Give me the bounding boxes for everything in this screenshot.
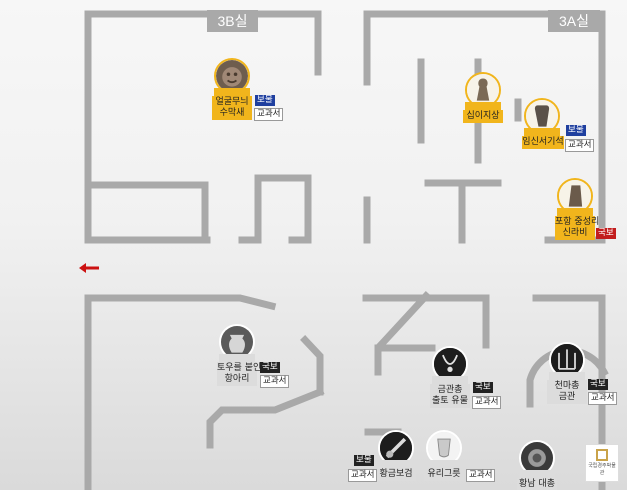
wall-3a-inner-box-left bbox=[424, 179, 466, 244]
face-tile-name: 얼굴무늬 수막새 bbox=[212, 96, 252, 120]
wall-3a-right bbox=[596, 10, 606, 244]
museum-logo-icon: 국립경주박물관 bbox=[585, 444, 619, 482]
geumgwanchong-national-treasure-badge: 국보 bbox=[473, 382, 493, 393]
gold-sword-name: 황금보검 bbox=[376, 468, 416, 481]
pohang-stele-name: 포항 중성리 신라비 bbox=[555, 216, 600, 240]
glass-cup-name: 유리그릇 bbox=[424, 468, 464, 481]
cheonmachong-textbook-badge: 교과서 bbox=[588, 392, 618, 405]
gold-sword-treasure-badge: 보물 bbox=[354, 455, 374, 466]
oath-stone-textbook-badge: 교과서 bbox=[565, 139, 595, 152]
wall-3b-inner-box bbox=[84, 181, 209, 244]
wall-lower-diagonal-left bbox=[300, 335, 324, 396]
clay-figure-jar-textbook-badge: 교과서 bbox=[260, 375, 290, 388]
geumgwanchong-name: 금관총 출토 유물 bbox=[430, 384, 470, 408]
wall-lower-diagonal-middle bbox=[374, 291, 431, 376]
cheonmachong-national-treasure-badge: 국보 bbox=[588, 379, 608, 390]
hwangnam-name: 황남 대총 bbox=[517, 478, 557, 490]
wall-lower-top-middle bbox=[362, 294, 490, 349]
twelve-zodiac-photo bbox=[465, 72, 501, 108]
wall-3b-left bbox=[84, 10, 211, 244]
face-tile-treasure-badge: 보물 bbox=[255, 95, 275, 106]
wall-3b-top-right bbox=[254, 10, 322, 76]
glass-cup-textbook-badge: 교과서 bbox=[466, 469, 496, 482]
gold-sword-textbook-badge: 교과서 bbox=[348, 469, 378, 482]
room-label-3a: 3A실 bbox=[548, 10, 600, 32]
pohang-stele-national-treasure-badge: 국보 bbox=[596, 228, 616, 239]
twelve-zodiac-name: 십이지상 bbox=[463, 110, 503, 123]
oath-stone-photo bbox=[524, 98, 560, 134]
face-tile-textbook-badge: 교과서 bbox=[254, 108, 284, 121]
cheonmachong-name: 천마총 금관 bbox=[547, 380, 587, 404]
wall-lower-right bbox=[532, 294, 606, 490]
geumgwanchong-textbook-badge: 교과서 bbox=[472, 396, 502, 409]
room-label-3b: 3B실 bbox=[207, 10, 258, 32]
left-arrow-icon[interactable] bbox=[78, 262, 100, 274]
oath-stone-name: 임신서기석 bbox=[522, 136, 564, 149]
wall-lower-top-left bbox=[84, 294, 277, 311]
wall-3b-inner-right bbox=[254, 174, 312, 244]
wall-3a-top-left bbox=[363, 10, 552, 86]
clay-figure-jar-national-treasure-badge: 국보 bbox=[260, 362, 280, 373]
wall-3b-inner-left bbox=[238, 174, 262, 244]
clay-figure-jar-name: 토우를 붙인 항아리 bbox=[217, 362, 262, 386]
wall-lower-bend bbox=[206, 387, 325, 449]
oath-stone-treasure-badge: 보물 bbox=[566, 125, 586, 136]
